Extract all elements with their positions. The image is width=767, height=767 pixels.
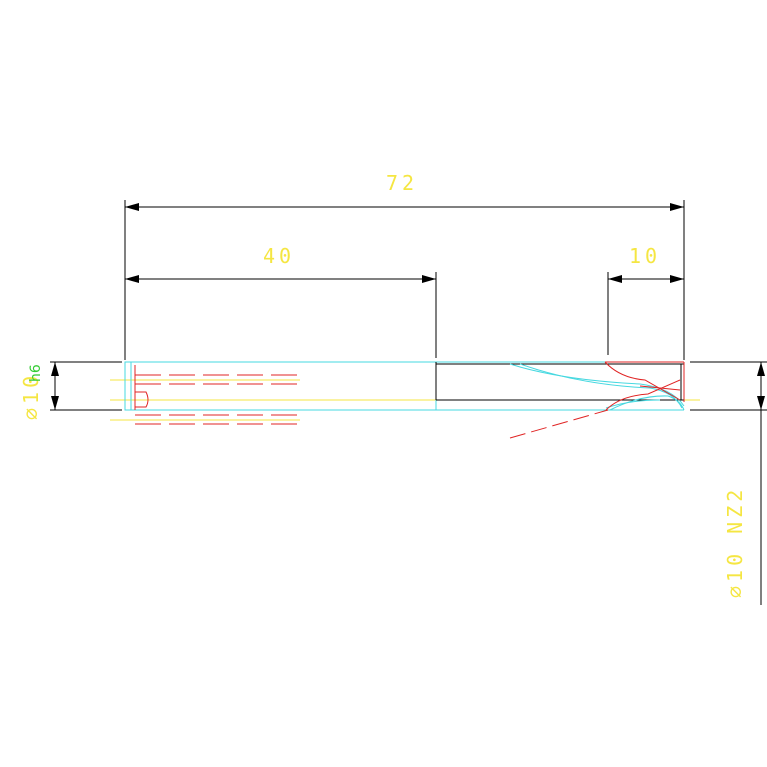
tip-cutting-edges bbox=[509, 361, 685, 439]
shank-diameter-label: ∅10 bbox=[19, 372, 43, 420]
dimension-text-tip: 10 bbox=[629, 244, 661, 268]
shank-hidden-lines bbox=[134, 365, 300, 425]
dimension-text-overall: 72 bbox=[386, 171, 418, 195]
flute-lines bbox=[509, 363, 685, 411]
tip-body-outline bbox=[435, 362, 684, 401]
cutter-diameter-label: ∅10 NZ2 bbox=[723, 486, 747, 598]
shank-outline bbox=[124, 361, 684, 411]
dimension-text-shank: 40 bbox=[263, 244, 295, 268]
shank-tolerance-label: h6 bbox=[28, 364, 44, 382]
extension-lines bbox=[50, 200, 767, 605]
